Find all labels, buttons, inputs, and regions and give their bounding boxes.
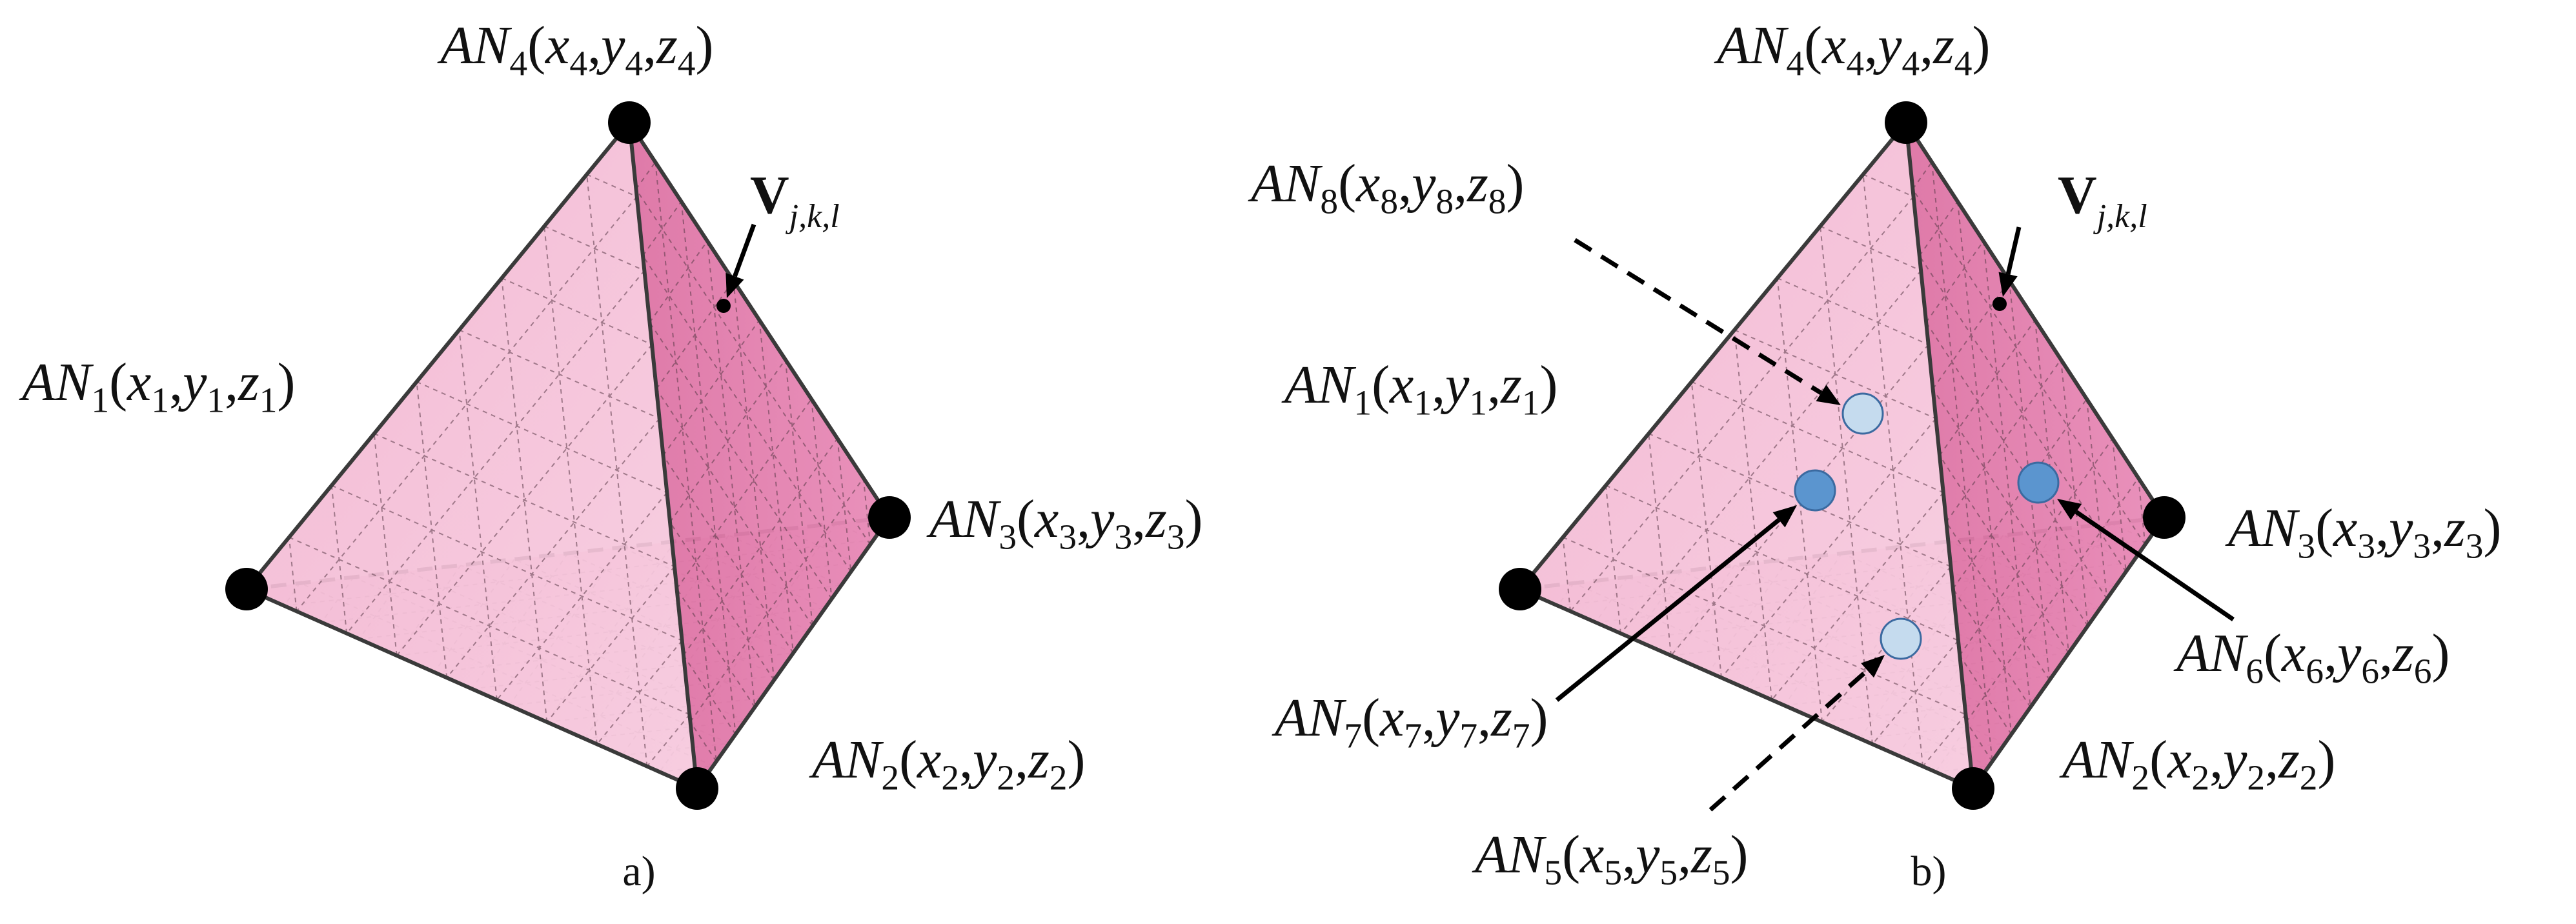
- panel-a-front-hatch: [288, 174, 691, 767]
- panel-b-edges: [1518, 121, 2166, 790]
- panel-b-arrow-an7: [1555, 505, 1797, 702]
- panel-a-voxel-arrow: [725, 223, 756, 298]
- panel-a-right-hatch: [635, 161, 871, 762]
- panel-b-node-an8: [1841, 392, 1884, 435]
- panel-b-node-an6: [2017, 461, 2060, 504]
- panel-b-label-an4: AN4(x4,y4,z4): [1714, 15, 1990, 83]
- panel-b-vertex-apex: [1885, 101, 1927, 144]
- panel-a-label-an1: AN1(x1,y1,z1): [19, 352, 295, 419]
- panel-a-vertex-right: [868, 496, 911, 539]
- panel-b-voxel-point: [1993, 297, 2007, 311]
- panel-b-node-an7: [1794, 469, 1836, 512]
- panel-b-right-hatch: [1912, 161, 2146, 762]
- panel-a-label-an3: AN3(x3,y3,z3): [926, 489, 1202, 556]
- panel-b-vertex-right: [2143, 496, 2186, 539]
- panel-a-edges: [245, 121, 891, 790]
- panel-b-arrow-an8: [1574, 238, 1841, 405]
- panel-b-right-face: [1906, 123, 2164, 788]
- panel-b-arrow-an6: [2057, 499, 2235, 621]
- panel-a-voxel-label: Vj,k,l: [750, 165, 840, 235]
- panel-b-label-an3: AN3(x3,y3,z3): [2225, 498, 2501, 565]
- panel-a-label-an4: AN4(x4,y4,z4): [437, 15, 713, 83]
- panel-b-label-an6: AN6(x6,y6,z6): [2173, 623, 2449, 690]
- panel-b-label-an5: AN5(x5,y5,z5): [1472, 825, 1748, 892]
- panel-b-caption: b): [1911, 848, 1947, 895]
- panel-a: Vj,k,l AN4(x4,y4,z4) AN1(x1,y1,z1) AN3(x3,y…: [19, 15, 1202, 810]
- panel-a-vertex-bottom: [676, 767, 718, 810]
- panel-a-vertex-left: [225, 568, 268, 610]
- panel-a-label-an2: AN2(x2,y2,z2): [809, 730, 1085, 797]
- panel-b: Vj,k,l AN4(x4,y4,z4) AN8(x8,y8,z8) AN1(x1,y…: [1248, 15, 2501, 892]
- panel-b-label-an7: AN7(x7,y7,z7): [1272, 688, 1548, 755]
- panel-b-voxel-label: Vj,k,l: [2058, 165, 2147, 235]
- panel-b-voxel-arrow: [1998, 226, 2022, 297]
- panel-b-vertex-left: [1499, 568, 1541, 610]
- panel-a-right-face: [629, 123, 889, 788]
- panel-a-voxel-point: [716, 299, 731, 313]
- panel-a-caption: a): [622, 848, 655, 895]
- panel-a-vertex-apex: [608, 101, 651, 144]
- panel-b-label-an1: AN1(x1,y1,z1): [1281, 355, 1557, 422]
- panel-b-label-an2: AN2(x2,y2,z2): [2059, 730, 2335, 797]
- panel-b-front-hatch: [1562, 174, 1967, 767]
- panel-b-vertex-bottom: [1952, 767, 1994, 810]
- panel-b-arrow-an5: [1709, 655, 1885, 812]
- panel-b-label-an8: AN8(x8,y8,z8): [1248, 154, 1524, 221]
- panel-b-node-an5: [1880, 618, 1922, 660]
